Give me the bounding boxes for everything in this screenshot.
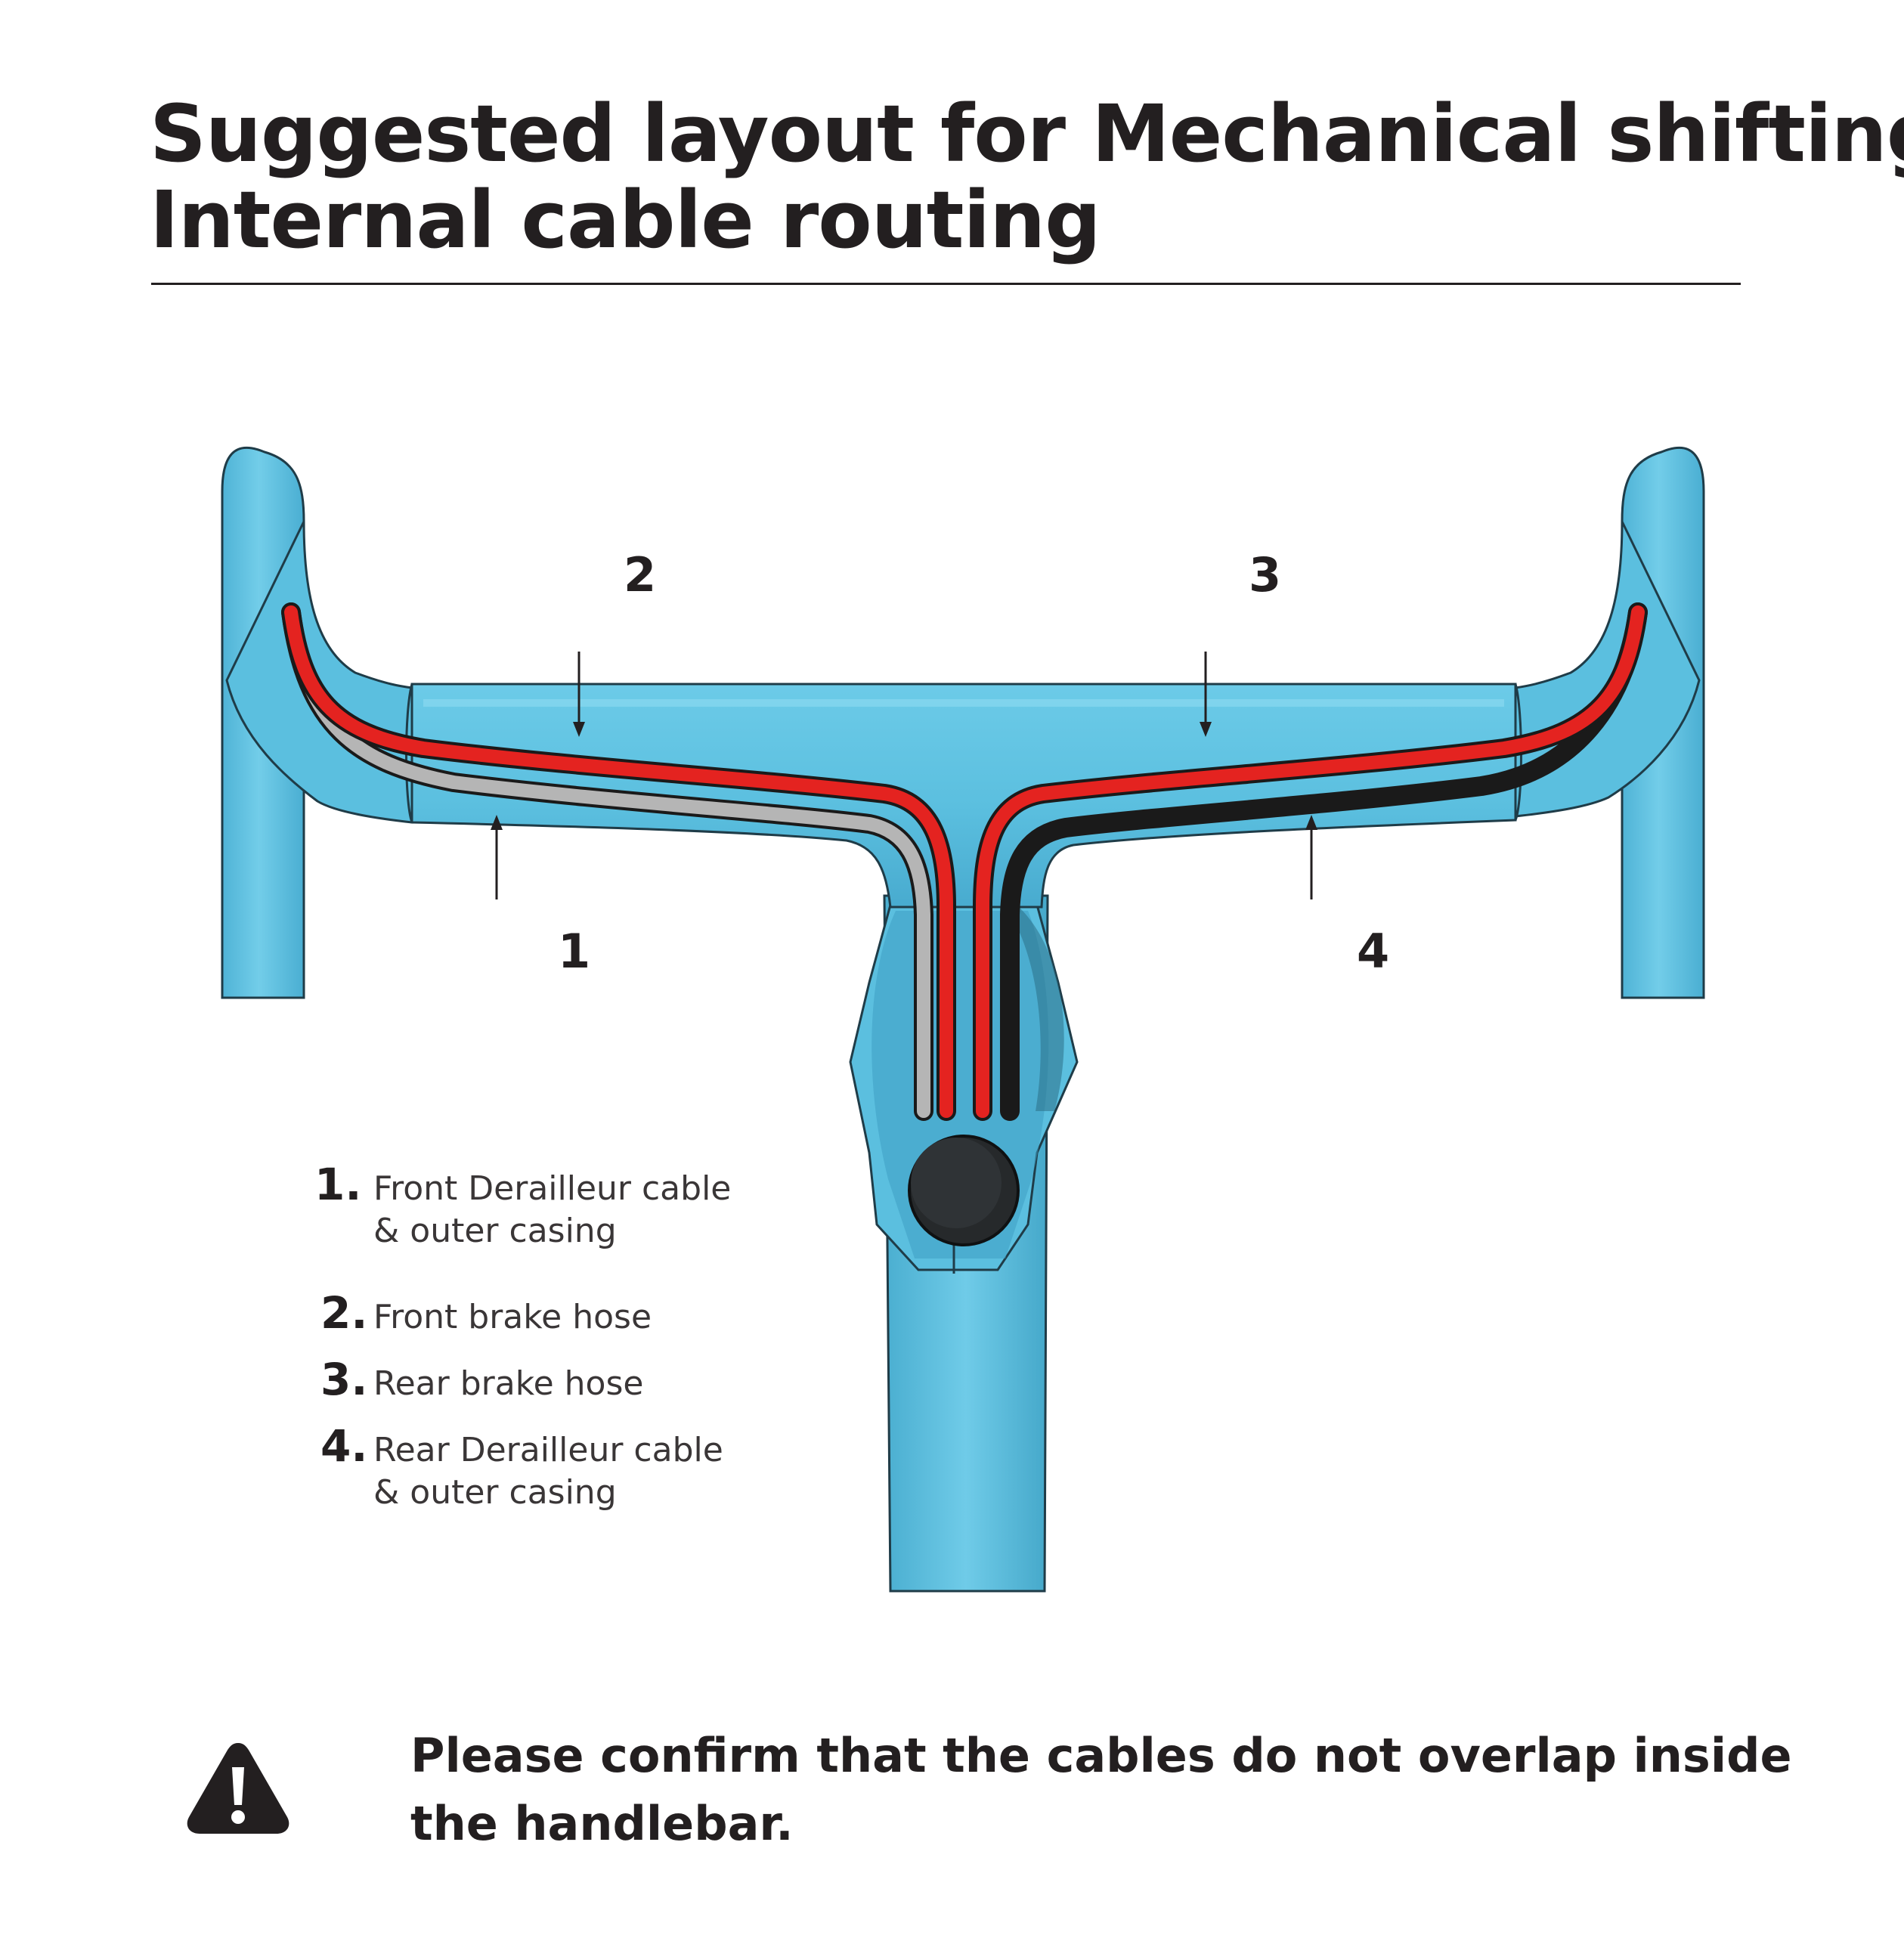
legend-description: Rear Derailleur cable & outer casing: [373, 1429, 723, 1514]
cable-rear-brake: [973, 602, 1648, 1121]
legend-line: & outer casing: [373, 1473, 617, 1512]
callout-label-4: 4: [1357, 924, 1389, 979]
callout-arrow-2: [573, 652, 585, 737]
stem-cap: [908, 1135, 1020, 1246]
legend-line: & outer casing: [373, 1212, 617, 1250]
callout-arrow-4: [1305, 815, 1317, 899]
warning-line-1: Please confirm that the cables do not ov…: [410, 1728, 1792, 1783]
callout-arrow-3: [1200, 652, 1212, 737]
warning-message: Please confirm that the cables do not ov…: [410, 1722, 1792, 1858]
legend-line: Rear Derailleur cable: [373, 1431, 723, 1469]
legend-description: Rear brake hose: [373, 1363, 643, 1405]
legend-description: Front Derailleur cable & outer casing: [373, 1168, 731, 1252]
callout-arrow-1: [491, 815, 503, 899]
callout-label-2: 2: [624, 547, 656, 602]
cable-front-derailleur: [281, 602, 933, 1121]
title-line-2: Internal cable routing: [150, 174, 1101, 266]
warning-line-2: the handlebar.: [410, 1796, 794, 1851]
legend-number: 2.: [320, 1287, 368, 1339]
legend-line: Rear brake hose: [373, 1364, 644, 1403]
title-line-1: Suggested layout for Mechanical shifting: [150, 88, 1904, 180]
legend-number: 3.: [320, 1354, 368, 1405]
legend-line: Front Derailleur cable: [373, 1169, 732, 1208]
cable-front-brake: [281, 602, 956, 1121]
handlebar-top: [225, 521, 1701, 909]
legend-number: 4.: [320, 1420, 368, 1472]
callout-label-3: 3: [1249, 547, 1281, 602]
legend-description: Front brake hose: [373, 1296, 652, 1339]
legend-number: 1.: [314, 1159, 362, 1210]
callout-label-1: 1: [558, 924, 590, 979]
page-title: Suggested layout for Mechanical shifting…: [150, 91, 1904, 263]
title-divider: [151, 283, 1741, 285]
legend-line: Front brake hose: [373, 1298, 652, 1336]
warning-icon: [187, 1743, 289, 1834]
